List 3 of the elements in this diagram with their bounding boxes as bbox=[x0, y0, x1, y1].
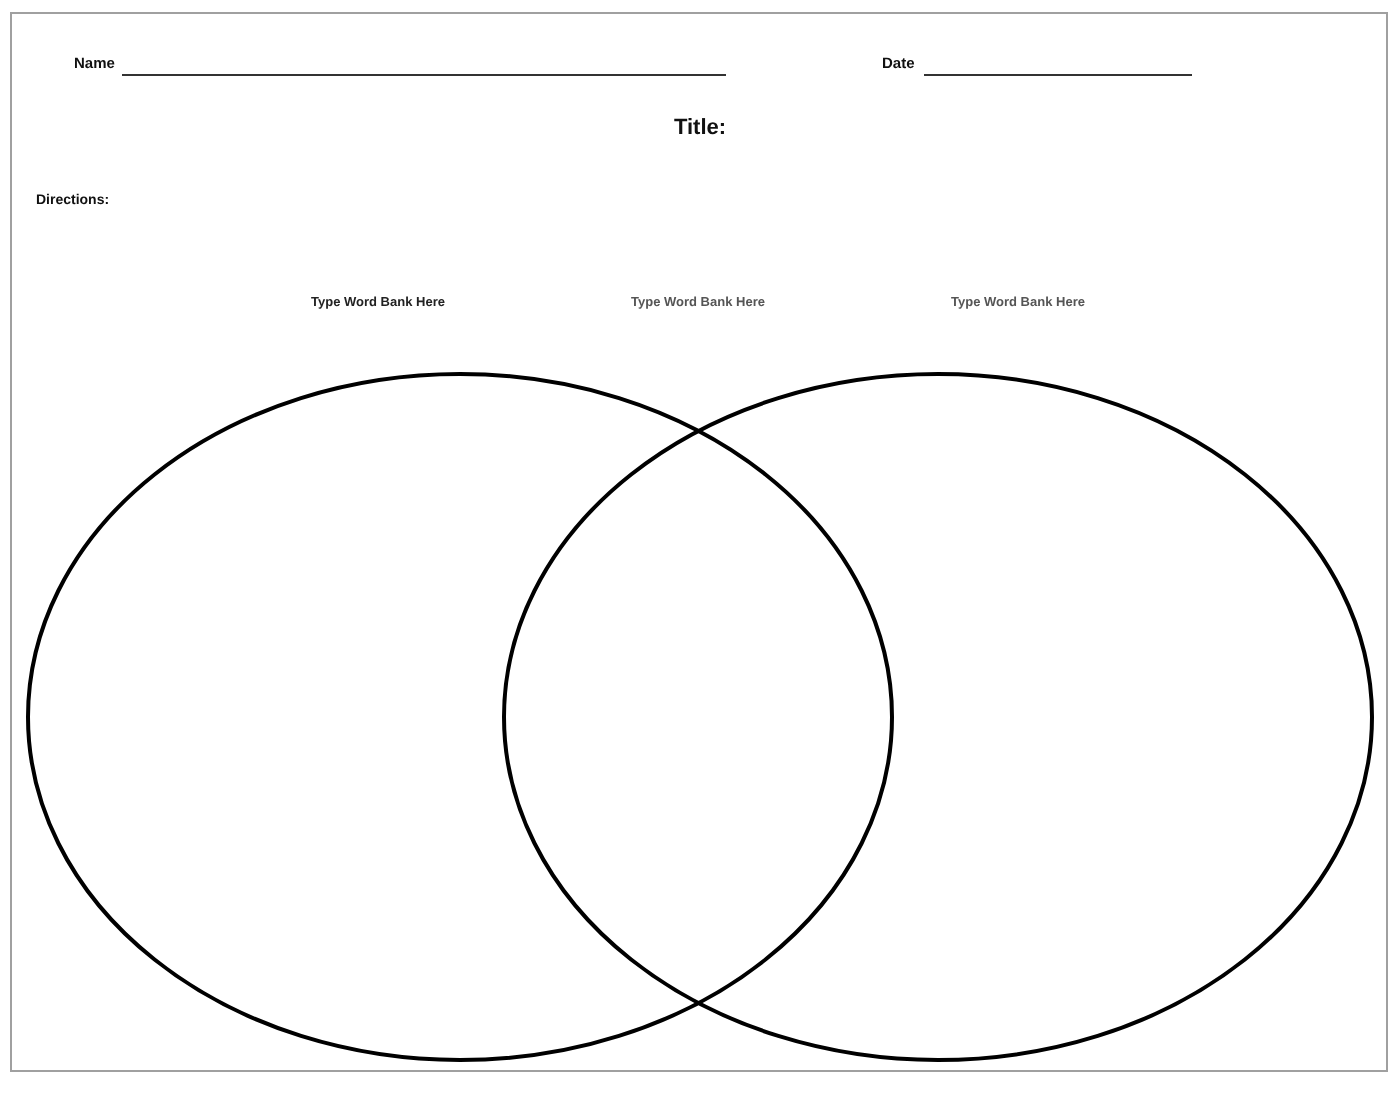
venn-circle bbox=[502, 372, 1374, 1062]
title-label: Title: bbox=[673, 116, 727, 141]
venn-circle bbox=[26, 372, 894, 1062]
